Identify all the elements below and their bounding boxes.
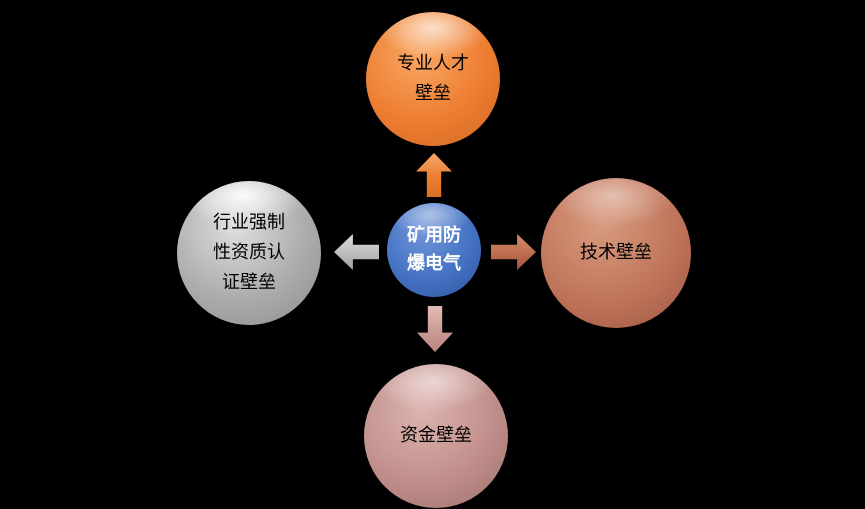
node-technology-barrier: 技术壁垒 (541, 178, 691, 328)
right-arrow-icon (491, 234, 536, 270)
node-certification-barrier: 行业强制 性资质认 证壁垒 (177, 181, 321, 325)
node-talent-barrier: 专业人才 壁垒 (366, 12, 500, 146)
node-talent-barrier-label-line2: 壁垒 (415, 83, 451, 104)
node-capital-barrier-label: 资金壁垒 (400, 425, 472, 446)
node-center-topic-label-line1: 矿用防 (407, 225, 461, 246)
node-technology-barrier-label: 技术壁垒 (580, 242, 652, 263)
node-capital-barrier: 资金壁垒 (364, 364, 508, 508)
node-certification-barrier-label-line1: 行业强制 (213, 212, 285, 233)
node-talent-barrier-label-line1: 专业人才 (397, 53, 469, 74)
left-arrow-icon (334, 234, 379, 270)
node-center-topic-label-line2: 爆电气 (407, 253, 461, 274)
node-center-topic: 矿用防 爆电气 (387, 203, 481, 297)
node-certification-barrier-label-line2: 性资质认 (213, 242, 285, 263)
up-arrow-icon (416, 153, 452, 197)
down-arrow-icon (417, 306, 453, 352)
node-certification-barrier-label-line3: 证壁垒 (222, 272, 276, 293)
